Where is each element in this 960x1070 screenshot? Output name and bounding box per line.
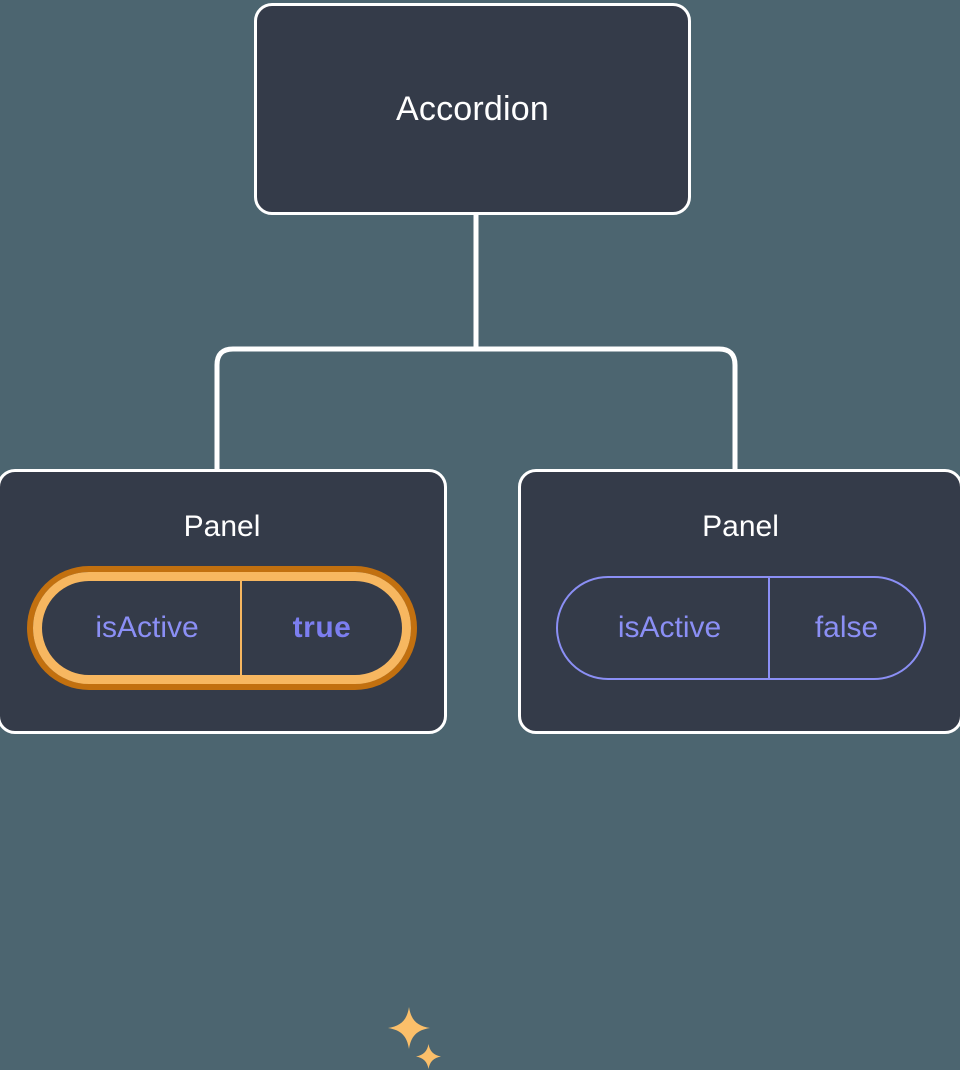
node-panel-active-label: Panel: [183, 510, 261, 543]
prop-key-isactive: isActive: [42, 581, 242, 675]
prop-pill-isactive-false[interactable]: isActive false: [555, 576, 926, 680]
prop-key-isactive: isActive: [558, 578, 770, 678]
sparkle-small-icon: [416, 1044, 441, 1069]
prop-pill-isactive-true[interactable]: isActive true: [33, 572, 411, 684]
node-accordion-label: Accordion: [396, 90, 549, 128]
node-panel-active[interactable]: Panel isActive true: [0, 469, 447, 1069]
prop-pill-active-wrap: isActive true: [33, 572, 411, 684]
prop-value-true: true: [292, 611, 352, 644]
prop-value-false: false: [814, 611, 879, 644]
node-panel-inactive[interactable]: Panel isActive false: [518, 469, 960, 734]
diagram-canvas: Accordion Panel isActive true Panel isAc…: [0, 3, 960, 1069]
node-panel-inactive-label: Panel: [702, 510, 779, 543]
connector-branch-bus: [214, 346, 738, 470]
node-accordion[interactable]: Accordion: [254, 3, 691, 215]
sparkle-icon: [388, 1007, 430, 1049]
